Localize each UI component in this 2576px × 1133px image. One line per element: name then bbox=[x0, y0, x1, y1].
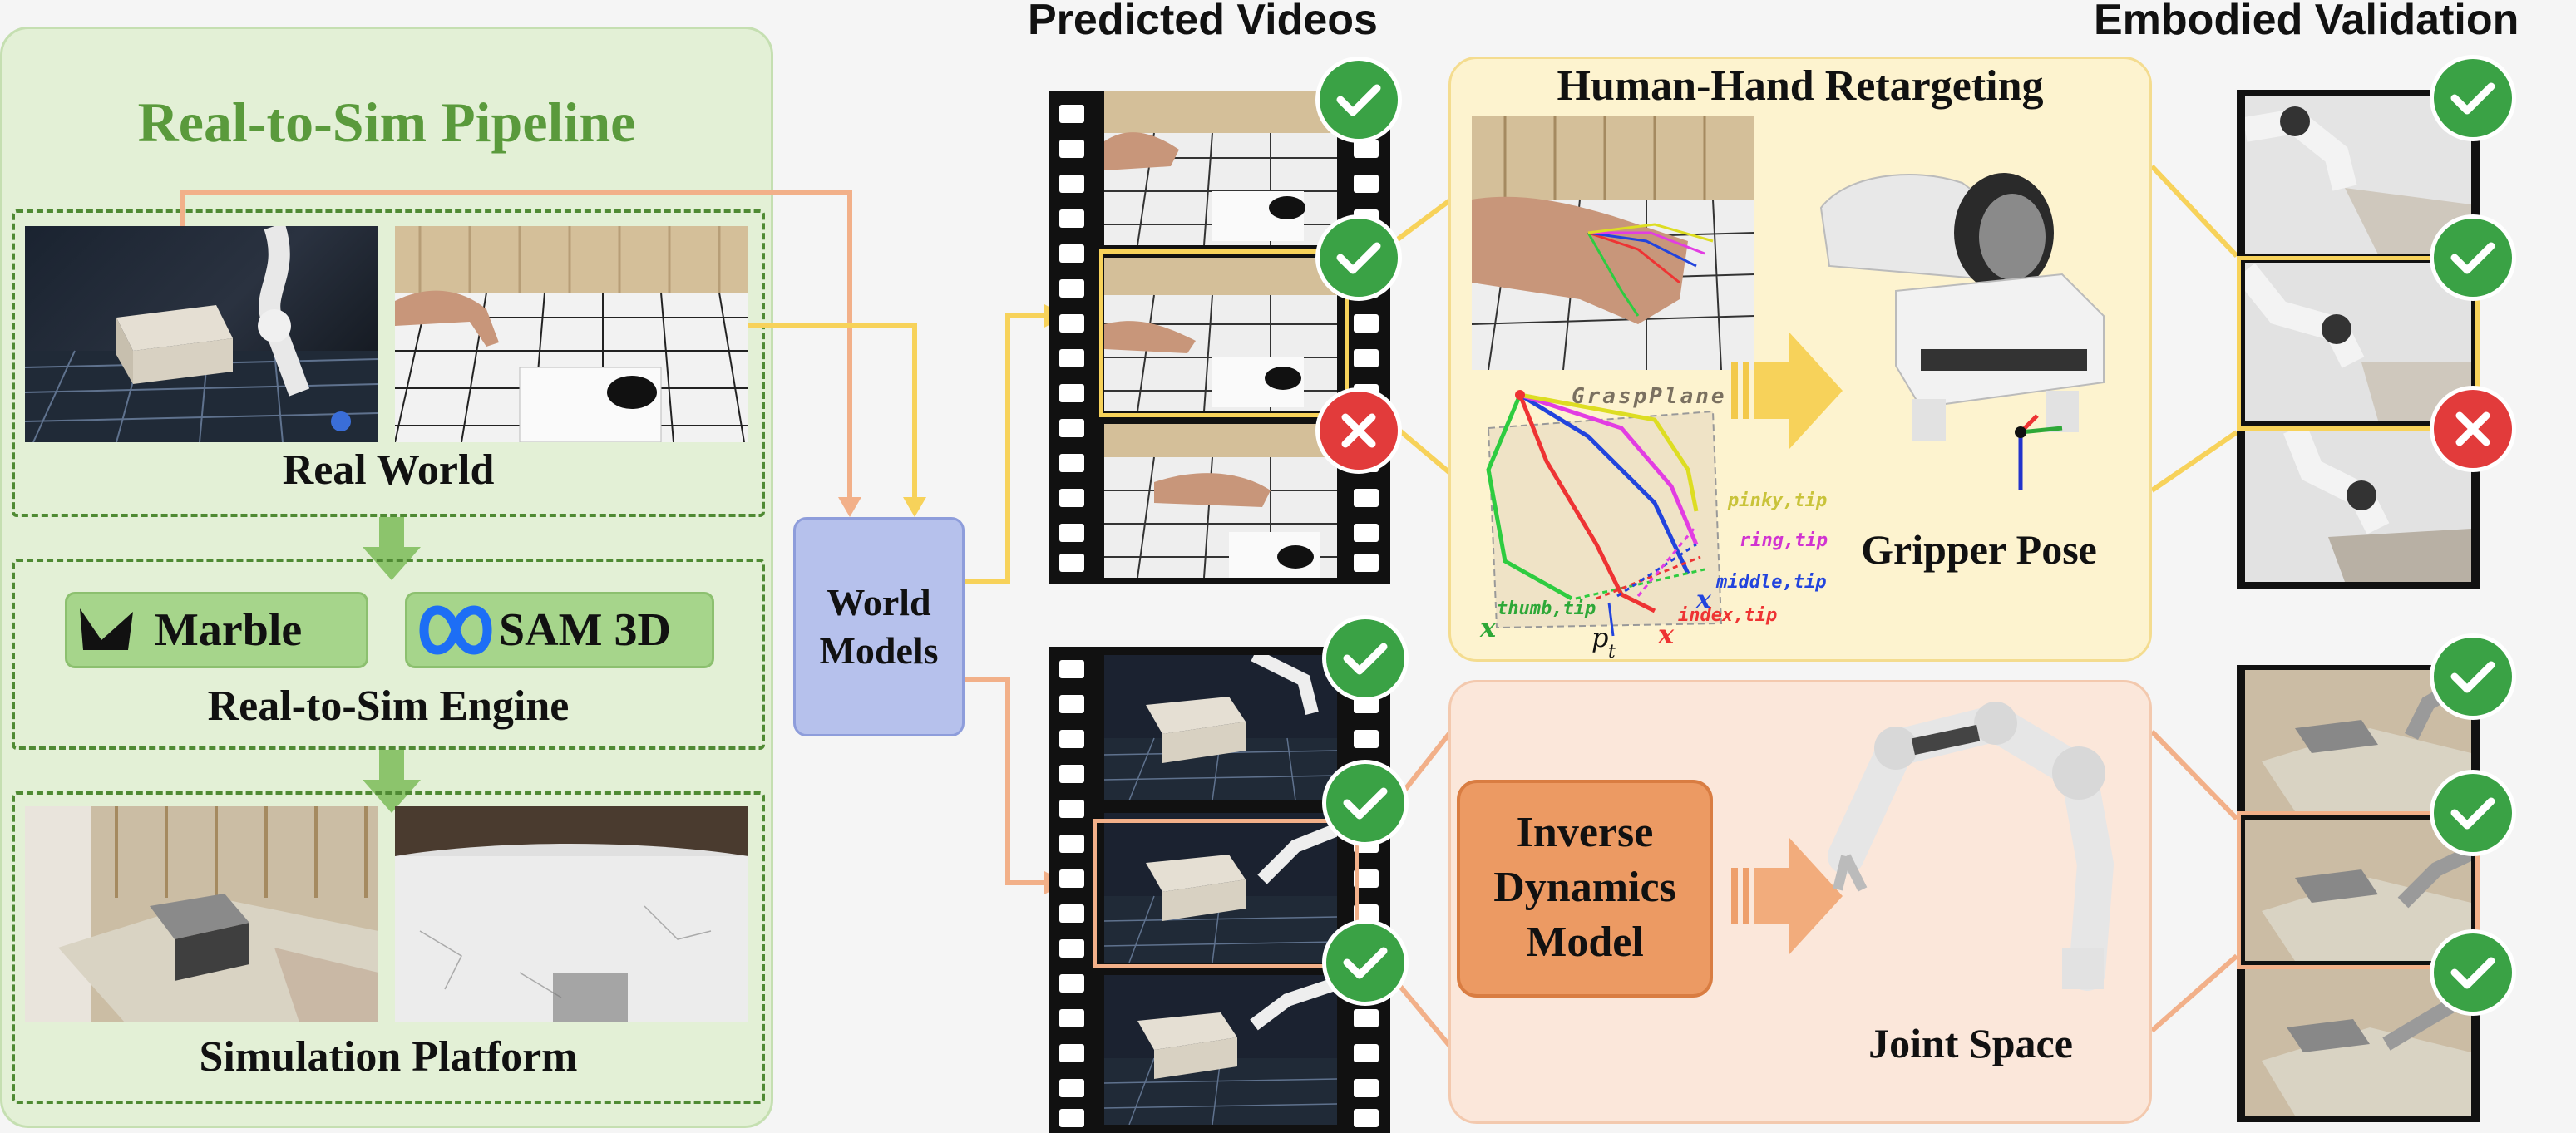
world-models-line2: Models bbox=[819, 629, 939, 672]
validation-frame-bottom-3 bbox=[2245, 969, 2471, 1116]
thumb-tip-label: thumb,tip bbox=[1497, 599, 1596, 619]
check-icon bbox=[1315, 214, 1402, 301]
meta-logo-icon bbox=[416, 603, 496, 657]
pipeline-title: Real-to-Sim Pipeline bbox=[137, 91, 636, 154]
validation-frame-top-3 bbox=[2245, 429, 2471, 582]
world-models-line1: World bbox=[827, 581, 931, 623]
highlight-frame-bottom bbox=[1093, 819, 1359, 968]
film-strip-bottom bbox=[1049, 647, 1390, 1133]
real-world-box bbox=[12, 209, 765, 517]
x-red-label: x bbox=[1658, 618, 1675, 650]
simulation-label: Simulation Platform bbox=[199, 1033, 578, 1081]
film-strip-top bbox=[1049, 91, 1390, 584]
x-green-label: x bbox=[1480, 612, 1497, 643]
check-icon bbox=[2430, 770, 2516, 856]
check-icon bbox=[1322, 760, 1409, 846]
p-label: p bbox=[1591, 622, 1609, 653]
idm-box bbox=[1457, 780, 1713, 998]
cross-icon bbox=[1315, 387, 1402, 474]
check-icon bbox=[1315, 57, 1402, 143]
check-icon bbox=[1322, 615, 1409, 702]
idm-line3: Model bbox=[1526, 919, 1644, 966]
real-world-robot-photo bbox=[25, 226, 378, 442]
idm-line1: Inverse bbox=[1516, 809, 1654, 856]
engine-label: Real-to-Sim Engine bbox=[207, 682, 570, 730]
predicted-frame-hand-1 bbox=[1104, 91, 1337, 245]
real-world-hand-photo bbox=[395, 226, 748, 442]
grasp-plane-diagram bbox=[1486, 390, 1723, 637]
down-arrow-icon bbox=[363, 517, 421, 584]
highlight-frame-top bbox=[1099, 249, 1349, 417]
simulation-drawer-render bbox=[25, 806, 378, 1022]
real-to-sim-engine-box bbox=[12, 559, 765, 750]
sam3d-label: SAM 3D bbox=[499, 604, 671, 656]
grasp-plane-label: GraspPlane bbox=[1572, 384, 1727, 409]
gripper-render bbox=[1813, 158, 2129, 507]
middle-tip-label: middle,tip bbox=[1716, 572, 1827, 593]
ring-tip-label: ring,tip bbox=[1740, 530, 1828, 551]
world-models-box bbox=[793, 517, 965, 736]
pinky-tip-label: pinky,tip bbox=[1728, 490, 1828, 511]
marble-label: Marble bbox=[155, 604, 303, 656]
joint-space-label: Joint Space bbox=[1868, 1020, 2073, 1066]
retargeting-title: Human-Hand Retargeting bbox=[1557, 62, 2044, 110]
validation-highlight-top bbox=[2237, 256, 2480, 431]
x-blue-label: x bbox=[1696, 585, 1711, 614]
check-icon bbox=[2430, 929, 2516, 1016]
predicted-frame-hand-3 bbox=[1104, 424, 1337, 578]
idm-line2: Dynamics bbox=[1493, 864, 1676, 911]
validation-frame-bottom-1 bbox=[2245, 670, 2471, 811]
check-icon bbox=[2430, 214, 2516, 301]
gripper-pose-label: Gripper Pose bbox=[1861, 526, 2097, 573]
robot-arm-render bbox=[1813, 698, 2145, 998]
predicted-frame-hand-2 bbox=[1104, 258, 1337, 411]
down-arrow-icon bbox=[363, 750, 421, 816]
predicted-videos-heading: Predicted Videos bbox=[1028, 0, 1378, 44]
predicted-frame-robot-2 bbox=[1104, 813, 1337, 963]
check-icon bbox=[1322, 919, 1409, 1006]
validation-frame-top-1 bbox=[2245, 96, 2471, 254]
retarget-arrow-icon bbox=[1731, 324, 1848, 457]
t-subscript-label: t bbox=[1608, 642, 1616, 663]
real-world-label: Real World bbox=[282, 446, 495, 494]
predicted-frame-robot-1 bbox=[1104, 655, 1337, 800]
validation-frame-bottom-2 bbox=[2245, 820, 2471, 961]
embodied-validation-heading: Embodied Validation bbox=[2094, 0, 2519, 44]
validation-frame-top-2 bbox=[2245, 263, 2471, 421]
simulation-box bbox=[12, 791, 765, 1104]
hand-keypoints-photo bbox=[1472, 116, 1754, 370]
cross-icon bbox=[2430, 386, 2516, 472]
check-icon bbox=[2430, 55, 2516, 141]
index-tip-label: index,tip bbox=[1678, 605, 1778, 626]
idm-arrow-icon bbox=[1731, 830, 1848, 963]
validation-highlight-bottom bbox=[2237, 811, 2480, 969]
check-icon bbox=[2430, 633, 2516, 720]
predicted-frame-robot-3 bbox=[1104, 975, 1337, 1125]
simulation-table-render bbox=[395, 806, 748, 1022]
marble-logo-icon bbox=[76, 600, 136, 658]
